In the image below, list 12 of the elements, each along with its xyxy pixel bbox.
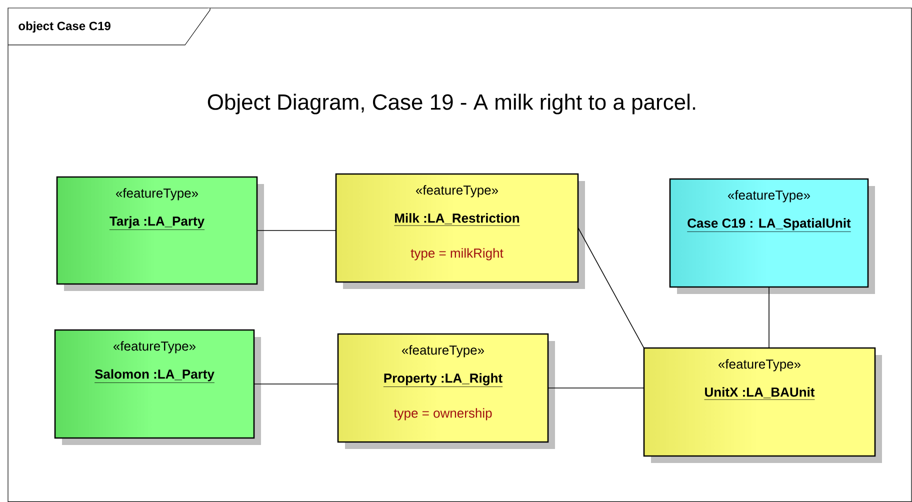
- link-line: [256, 230, 336, 231]
- object-box: «featureType» UnitX :LA_BAUnit: [643, 347, 882, 463]
- frame-tab: object Case C19: [8, 8, 210, 46]
- object-box: «featureType» Tarja :LA_Party: [56, 176, 264, 291]
- object-box: «featureType» Case C19 : LA_SpatialUnit: [669, 178, 875, 294]
- frame: [8, 8, 912, 502]
- object-box: «featureType» Milk :LA_Restriction type = milkRight: [335, 173, 585, 289]
- title: Object Diagram, Case 19 - A milk right to a parcel.: [208, 94, 696, 114]
- link-line: [578, 228, 644, 348]
- link-line: [768, 286, 770, 348]
- object-box: «featureType» Property :LA_Right type = ownership: [337, 333, 555, 449]
- object-box: «featureType» Salomon :LA_Party: [54, 329, 261, 445]
